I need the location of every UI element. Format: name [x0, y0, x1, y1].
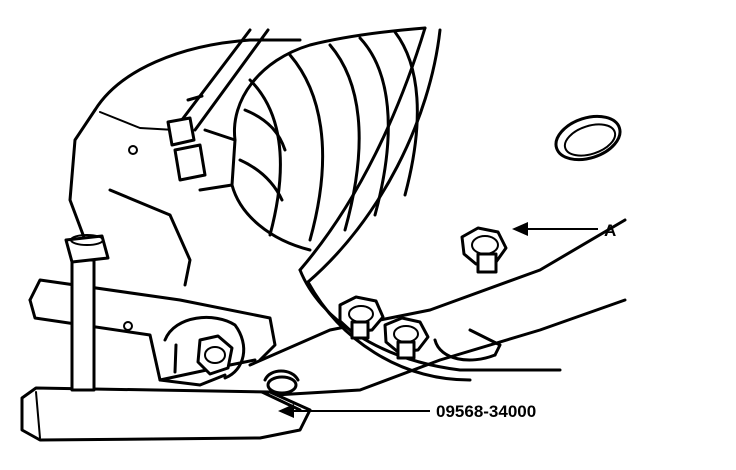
- callout-tool-label: 09568-34000: [436, 402, 536, 421]
- lower-arm: [248, 218, 627, 397]
- stabilizer-link: [166, 28, 270, 182]
- bolt-lower-left: [338, 295, 385, 340]
- hub-hole: [554, 114, 622, 162]
- cv-joint-boot: [198, 26, 427, 252]
- brake-disc: [298, 26, 622, 382]
- callout-a-label: A: [604, 221, 616, 240]
- callout-tool-arrow: [278, 404, 430, 418]
- bolt-lower-right: [383, 316, 430, 360]
- callout-a-arrow: [512, 222, 598, 236]
- ball-joint-puller: [20, 234, 312, 442]
- bolt-a: [460, 226, 508, 274]
